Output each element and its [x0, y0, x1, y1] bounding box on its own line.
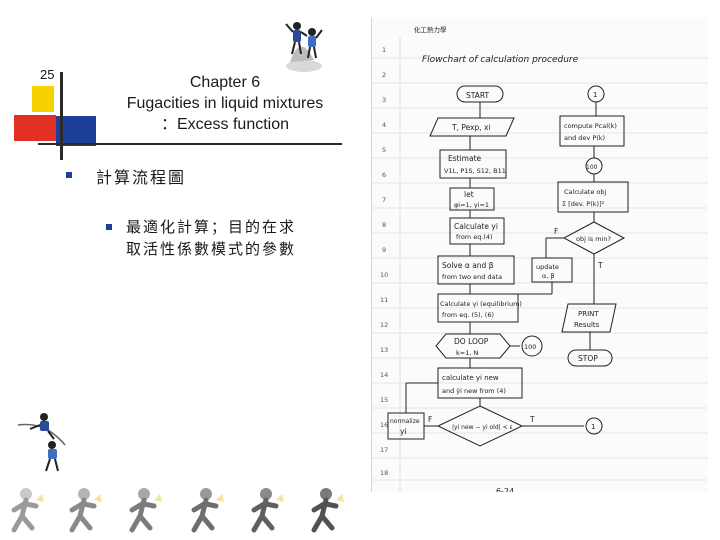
runner-figure-icon	[122, 486, 166, 538]
true-branch-label: T	[529, 415, 535, 424]
calc-gamma-label: Calculate γi (equilibrium)	[440, 300, 522, 308]
do-loop-range: k=1, N	[456, 349, 478, 357]
decor-vertical-rule	[60, 72, 63, 160]
scan-page-footer: 6-24	[496, 487, 514, 492]
flowchart-diagram: 1 2 3 4 5 6 7 8 9 10 11 12 13 14 15 16 1…	[372, 18, 708, 492]
line-number: 5	[382, 146, 386, 154]
print-label: PRINT	[578, 310, 599, 318]
connector-100-right-label: 100	[586, 164, 598, 171]
objective-false-label: F	[554, 227, 558, 236]
flowchart-labels: START T, Pexp, xi Estimate V1L, P1S, S12…	[390, 91, 617, 436]
calc-ynew-and: and ŷi new from (4)	[442, 387, 506, 395]
convergence-condition: |yi new − yi old| < ε	[452, 424, 513, 431]
line-number: 11	[380, 296, 388, 304]
bullet-flowchart: 計算流程圖	[96, 164, 186, 188]
decor-red-block	[14, 115, 56, 141]
runner-figure-icon	[304, 486, 348, 538]
calc-gamma-from: from eq. (5), (6)	[442, 311, 494, 319]
slide-number: 25	[40, 67, 54, 82]
line-number: 15	[380, 396, 388, 404]
connector-100-label: 100	[524, 343, 536, 351]
calc-yi-label: Calculate yi	[454, 222, 498, 231]
scan-header: 化工熱力學	[414, 25, 447, 34]
line-number: 12	[380, 321, 388, 329]
calc-yi-from: from eq.(4)	[456, 233, 493, 241]
line-number: 6	[382, 171, 386, 179]
line-number: 18	[380, 469, 388, 477]
sub-bullet-optimization: 最適化計算；目的在求 取活性係數模式的參數	[126, 216, 296, 260]
update-label: update	[536, 263, 559, 271]
line-number: 14	[380, 371, 388, 379]
false-branch-label: F	[428, 415, 432, 424]
connector-1-top-label: 1	[593, 91, 597, 99]
estimate-label: Estimate	[448, 154, 482, 163]
estimate-vars: V1L, P1S, S12, B11	[444, 167, 506, 175]
scanned-flowchart-page: 1 2 3 4 5 6 7 8 9 10 11 12 13 14 15 16 1…	[371, 18, 708, 492]
title-line-2: Fugacities in liquid mixtures	[90, 93, 360, 114]
compute-and: and dev P(k)	[564, 134, 605, 142]
print-results: Results	[574, 321, 600, 329]
flowchart-title: Flowchart of calculation procedure	[422, 55, 579, 65]
normalize-var: yi	[400, 427, 407, 436]
decor-horizontal-rule	[38, 143, 342, 145]
climbers-illustration	[280, 12, 328, 74]
rope-climber-illustration	[10, 405, 70, 480]
slide-title: Chapter 6 Fugacities in liquid mixtures …	[90, 72, 360, 135]
line-number: 4	[382, 121, 386, 129]
calc-ynew-label: calculate yi new	[442, 374, 499, 382]
line-number: 9	[382, 246, 386, 254]
solve-from: from two end data	[442, 273, 502, 281]
line-number: 1	[382, 46, 386, 54]
let-label: let	[464, 190, 474, 199]
compute-label: compute Pcal(k)	[564, 122, 617, 130]
runner-figure-icon	[4, 486, 48, 538]
start-label: START	[466, 91, 490, 100]
objective-true-label: T	[597, 261, 603, 270]
runner-figure-icon	[184, 486, 228, 538]
line-number: 16	[380, 421, 388, 429]
line-number: 2	[382, 71, 386, 79]
bullet-marker	[66, 172, 72, 178]
update-vars: α, β	[542, 272, 555, 280]
line-number: 8	[382, 221, 386, 229]
runner-figure-icon	[244, 486, 288, 538]
connector-1-bottom-label: 1	[591, 423, 595, 431]
sub-bullet-line-1: 最適化計算；目的在求	[126, 216, 296, 238]
line-number: 13	[380, 346, 388, 354]
line-number: 7	[382, 196, 386, 204]
line-numbers: 1 2 3 4 5 6 7 8 9 10 11 12 13 14 15 16 1…	[380, 46, 388, 477]
line-number: 3	[382, 96, 386, 104]
sub-bullet-line-2: 取活性係數模式的參數	[126, 238, 296, 260]
calc-obj-sum: Σ [dev. P(k)]²	[562, 200, 605, 208]
input-label: T, Pexp, xi	[451, 123, 491, 132]
title-line-3: ：Excess function	[90, 114, 360, 135]
do-loop-label: DO LOOP	[454, 337, 489, 346]
normalize-label: normalize	[390, 418, 420, 425]
stop-label: STOP	[578, 354, 598, 363]
runner-figure-icon	[62, 486, 106, 538]
let-values: φi=1, γi=1	[454, 201, 489, 209]
solve-label: Solve α and β	[442, 261, 494, 270]
sub-bullet-marker	[106, 224, 112, 230]
line-number: 10	[380, 271, 388, 279]
title-line-1: Chapter 6	[90, 72, 360, 93]
calc-obj-label: Calculate obj	[564, 188, 607, 196]
decor-yellow-block	[32, 86, 54, 112]
line-number: 17	[380, 446, 388, 454]
objective-question: obj is min?	[576, 235, 611, 243]
